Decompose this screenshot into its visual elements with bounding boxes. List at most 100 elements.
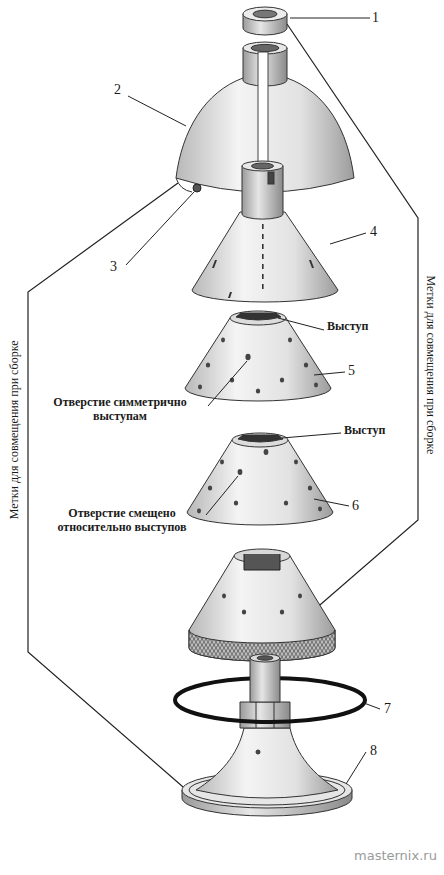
drawing-stroke bbox=[274, 702, 275, 728]
vertical-note: Метки для совмещения при сборке bbox=[7, 341, 21, 520]
drawing-stroke bbox=[198, 385, 202, 390]
drawing-stroke bbox=[232, 433, 288, 447]
drawing-stroke bbox=[280, 609, 284, 614]
watermark: masternix.ru bbox=[354, 849, 437, 864]
drawing-stroke bbox=[262, 244, 264, 249]
drawing-stroke bbox=[212, 224, 314, 298]
rubber-ring bbox=[175, 700, 365, 722]
drawing-stroke bbox=[262, 284, 264, 289]
drawing-stroke bbox=[314, 499, 349, 506]
drawing-stroke bbox=[346, 752, 366, 784]
drawing-stroke bbox=[208, 485, 212, 490]
drawing-stroke bbox=[238, 469, 243, 475]
drawing-stroke bbox=[176, 178, 192, 192]
drawing-stroke bbox=[290, 18, 370, 19]
drawing-stroke bbox=[256, 750, 260, 754]
drawing-stroke bbox=[364, 703, 380, 709]
drawing-stroke bbox=[252, 163, 274, 169]
drawing-stroke bbox=[309, 260, 314, 268]
callout-number: 5 bbox=[348, 363, 355, 379]
drawing-stroke bbox=[234, 500, 238, 505]
drawing-stroke bbox=[251, 44, 279, 51]
drawing-stroke bbox=[262, 224, 264, 229]
drawing-stroke bbox=[242, 166, 283, 219]
drawing-stroke bbox=[220, 460, 224, 465]
drum-base bbox=[182, 654, 352, 816]
drawing-stroke bbox=[294, 460, 298, 465]
note-label: Выступ bbox=[327, 320, 368, 334]
ring-nut bbox=[243, 7, 287, 35]
drawing-stroke bbox=[236, 313, 281, 320]
drawing-stroke bbox=[230, 311, 286, 325]
drawing-stroke bbox=[280, 377, 284, 382]
drawing-stroke bbox=[314, 372, 345, 375]
drawing-stroke bbox=[187, 440, 333, 525]
alignment-bracket bbox=[28, 24, 418, 800]
drawing-stroke bbox=[228, 292, 232, 298]
drawing-stroke bbox=[308, 485, 312, 490]
drawing-stroke bbox=[206, 476, 238, 515]
drawing-stroke bbox=[314, 383, 318, 388]
drawing-stroke bbox=[212, 260, 217, 268]
distributor-cone bbox=[192, 161, 338, 302]
drawing-stroke bbox=[196, 728, 338, 798]
note-label: Отверстие симметрично выступам bbox=[34, 396, 206, 424]
drawing-stroke bbox=[189, 556, 335, 661]
drawing-stroke bbox=[250, 658, 280, 702]
drawing-stroke bbox=[221, 338, 225, 343]
drawing-stroke bbox=[197, 509, 201, 514]
drawing-stroke bbox=[242, 609, 246, 614]
drawing-stroke bbox=[185, 318, 331, 401]
drawing-stroke bbox=[304, 362, 308, 367]
drawing-stroke bbox=[243, 7, 287, 21]
drawing-stroke bbox=[192, 212, 338, 302]
drawing-stroke bbox=[262, 234, 264, 239]
drawing-stroke bbox=[126, 192, 194, 265]
callout-number: 4 bbox=[370, 224, 377, 240]
drawing-stroke bbox=[256, 388, 260, 393]
drawing-stroke bbox=[240, 702, 290, 728]
callout-number: 2 bbox=[114, 82, 121, 98]
drawing-stroke bbox=[288, 338, 292, 343]
drawing-stroke bbox=[242, 161, 283, 171]
callout-number: 7 bbox=[384, 701, 391, 717]
drawing-stroke bbox=[268, 172, 274, 184]
disc-plate-offset bbox=[187, 433, 333, 525]
callout-number: 6 bbox=[352, 498, 359, 514]
disc-plate-symmetric bbox=[185, 311, 331, 401]
drawing-stroke bbox=[262, 274, 264, 279]
drawing-stroke bbox=[28, 183, 198, 800]
drawing-stroke bbox=[222, 594, 302, 615]
drawing-stroke bbox=[128, 96, 186, 126]
drawing-stroke bbox=[284, 500, 288, 505]
drawing-stroke bbox=[298, 594, 302, 599]
callout-number: 1 bbox=[372, 10, 379, 26]
drawing-stroke bbox=[262, 264, 264, 269]
drawing-stroke bbox=[222, 594, 226, 599]
note-label: Отверстие смещено относительно выступов bbox=[38, 507, 206, 535]
drawing-stroke bbox=[282, 433, 341, 438]
drawing-stroke bbox=[264, 449, 269, 455]
drawing-stroke bbox=[208, 361, 247, 406]
drawing-stroke bbox=[330, 233, 366, 244]
drawing-stroke bbox=[244, 554, 280, 570]
drawing-stroke bbox=[256, 702, 257, 728]
drawing-stroke bbox=[245, 354, 250, 360]
vertical-note: Метки для совмещения при сборке bbox=[423, 276, 437, 455]
drawing-stroke bbox=[262, 254, 264, 259]
drawing-stroke bbox=[238, 435, 283, 442]
drawing-stroke bbox=[318, 507, 322, 512]
drawing-stroke bbox=[253, 10, 277, 18]
callout-number: 3 bbox=[110, 259, 117, 275]
callout-number: 8 bbox=[370, 743, 377, 759]
drawing-stroke bbox=[257, 656, 273, 660]
ball bbox=[193, 184, 201, 192]
drawing-stroke bbox=[189, 630, 335, 661]
note-label: Выступ bbox=[344, 424, 385, 438]
drawing-stroke bbox=[206, 362, 210, 367]
drawing-stroke bbox=[198, 338, 318, 394]
drawing-stroke bbox=[278, 318, 324, 330]
drawing-stroke bbox=[250, 654, 280, 662]
lower-plate bbox=[189, 549, 335, 661]
